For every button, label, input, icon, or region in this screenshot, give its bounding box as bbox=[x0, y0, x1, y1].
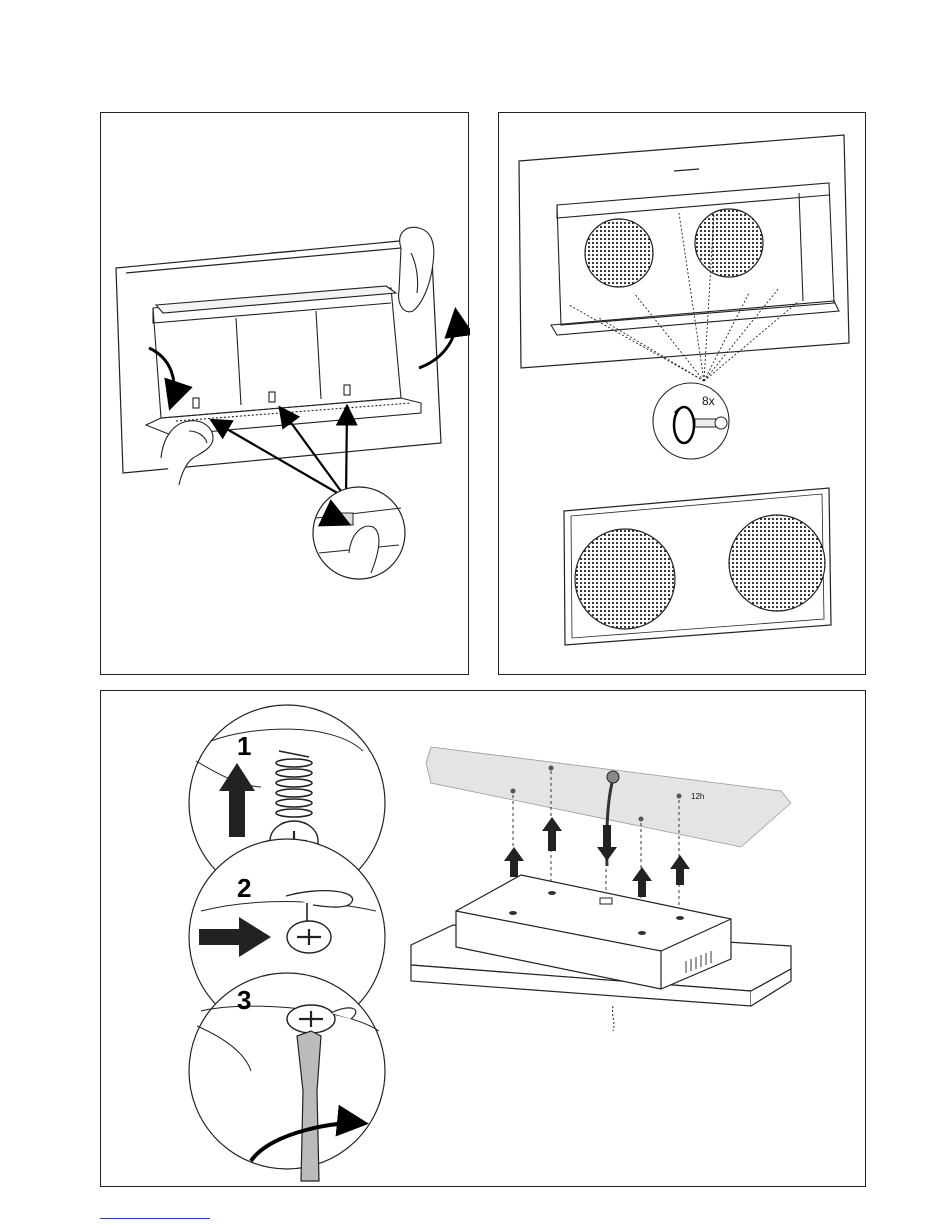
step-3-label: 3 bbox=[237, 985, 251, 1015]
hood-back-plate bbox=[116, 238, 441, 473]
charcoal-filter-illustration: 8x bbox=[499, 113, 867, 676]
filter-frame-illustration bbox=[101, 113, 470, 676]
step-2-label: 2 bbox=[237, 873, 251, 903]
lifted-panel bbox=[156, 286, 396, 313]
screw-count-label: 8x bbox=[702, 394, 715, 408]
step-1-label: 1 bbox=[237, 731, 251, 761]
hand-lower-left bbox=[161, 421, 213, 485]
screw-detail-circle bbox=[653, 383, 729, 459]
latch-detail-circle bbox=[313, 487, 405, 579]
curved-arrow-left bbox=[149, 348, 174, 405]
hood-body bbox=[411, 875, 791, 1006]
panel-mounting-steps: 1 2 3 12h bbox=[100, 690, 866, 1187]
panel-remove-charcoal-filter: 8x bbox=[498, 112, 866, 675]
mounting-illustration: 1 2 3 12h bbox=[101, 691, 867, 1188]
hood-lower-cable bbox=[613, 1006, 614, 1031]
hood-back-plate bbox=[519, 135, 849, 368]
fan-left bbox=[585, 219, 653, 287]
hand-upper-right bbox=[399, 227, 434, 311]
duration-label: 12h bbox=[691, 792, 704, 801]
curved-arrow-right bbox=[419, 313, 456, 368]
fan-right bbox=[695, 209, 763, 277]
footer-rule bbox=[100, 1218, 210, 1219]
charcoal-filter-board bbox=[564, 488, 831, 645]
panel-remove-filter-frame bbox=[100, 112, 469, 675]
step-3-detail bbox=[189, 973, 385, 1181]
